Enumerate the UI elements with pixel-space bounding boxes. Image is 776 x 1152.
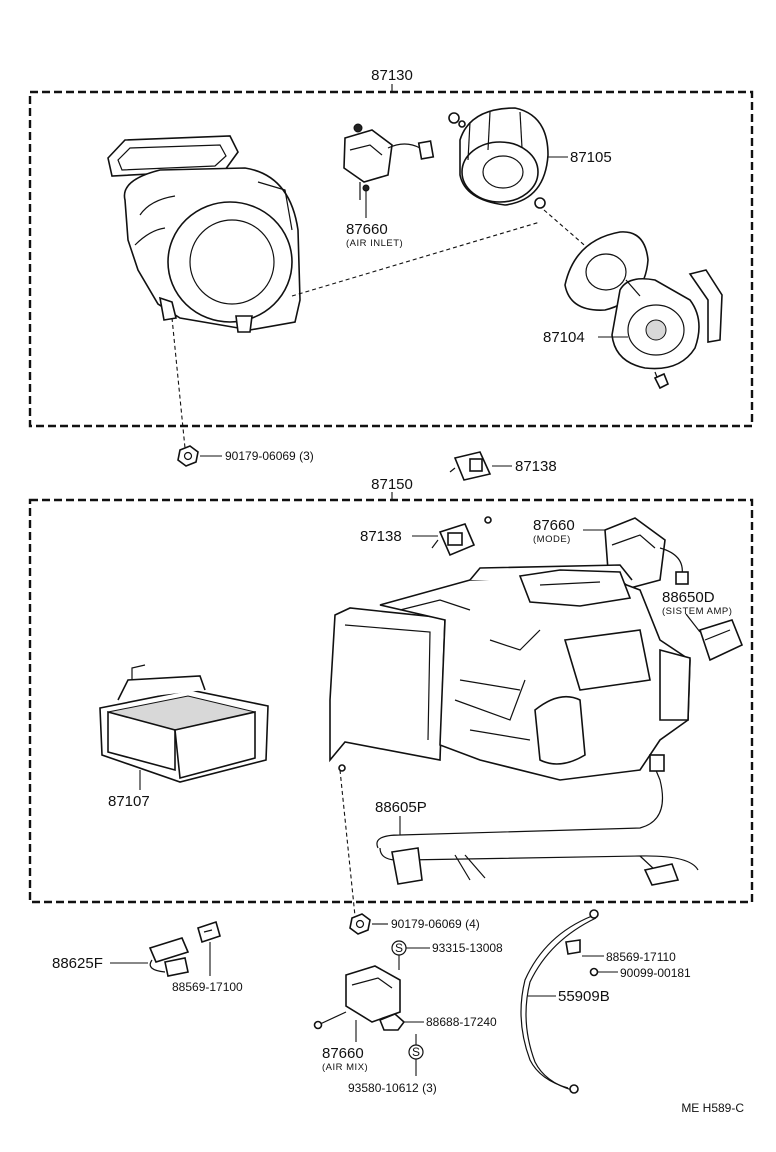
svg-text:S: S <box>412 1045 420 1059</box>
air-inlet-servo-note: (AIR INLET) <box>346 238 403 249</box>
lower-assembly-frame <box>28 492 754 904</box>
wire-harness-number: 88605P <box>375 799 427 816</box>
upper-assembly-frame <box>28 84 754 428</box>
sensor-clamp-number: 88569-17100 <box>172 980 243 994</box>
diagram-code: ME H589-C <box>681 1101 744 1115</box>
control-cable <box>520 909 599 1094</box>
s-screw-lower-symbol: S <box>408 1044 424 1060</box>
air-mix-servo-note: (AIR MIX) <box>322 1062 368 1073</box>
blower-motor <box>564 231 723 390</box>
blower-wheel <box>448 107 549 209</box>
s-clip-upper-symbol: S <box>391 940 407 956</box>
plate-number: 88688-17240 <box>426 1015 497 1029</box>
heater-core-number: 87107 <box>108 793 150 810</box>
wire-harness <box>376 754 699 886</box>
air-inlet-servo <box>343 123 435 200</box>
control-cable-number: 55909B <box>558 988 610 1005</box>
resistor-inside-number: 87138 <box>360 528 402 545</box>
svg-text:S: S <box>395 941 403 955</box>
blower-wheel-number: 87105 <box>570 149 612 166</box>
mode-servo-number: 87660 <box>533 517 575 534</box>
nut-upper-number: 90179-06069 (3) <box>225 449 314 463</box>
resistor-outside <box>449 451 492 481</box>
resistor-outside-number: 87138 <box>515 458 557 475</box>
air-mix-servo <box>313 965 401 1030</box>
cable-clamp-number: 88569-17110 <box>606 950 676 964</box>
sensor-number: 88625F <box>52 955 103 972</box>
lower-assembly-number: 87150 <box>371 476 413 493</box>
clip-upper-number: 93315-13008 <box>432 941 503 955</box>
nut-lower-number: 90179-06069 (4) <box>391 917 480 931</box>
system-amp-note: (SISTEM AMP) <box>662 606 732 617</box>
screw-lower-number: 93580-10612 (3) <box>348 1081 437 1095</box>
air-mix-servo-number: 87660 <box>322 1045 364 1062</box>
heater-core <box>99 664 269 783</box>
nut-upper <box>177 445 199 467</box>
sensor <box>148 937 190 977</box>
mode-servo-note: (MODE) <box>533 534 571 545</box>
blower-case <box>107 135 301 333</box>
sensor-clamp <box>197 920 221 944</box>
air-inlet-servo-number: 87660 <box>346 221 388 238</box>
plate <box>378 1013 406 1031</box>
nut-lower <box>349 913 371 935</box>
heater-unit-housing <box>329 564 691 781</box>
system-amp <box>685 613 744 662</box>
system-amp-number: 88650D <box>662 589 715 606</box>
cable-screw-number: 90099-00181 <box>620 966 691 980</box>
upper-assembly-number: 87130 <box>371 67 413 84</box>
resistor-inside <box>431 516 492 557</box>
blower-motor-number: 87104 <box>543 329 585 346</box>
